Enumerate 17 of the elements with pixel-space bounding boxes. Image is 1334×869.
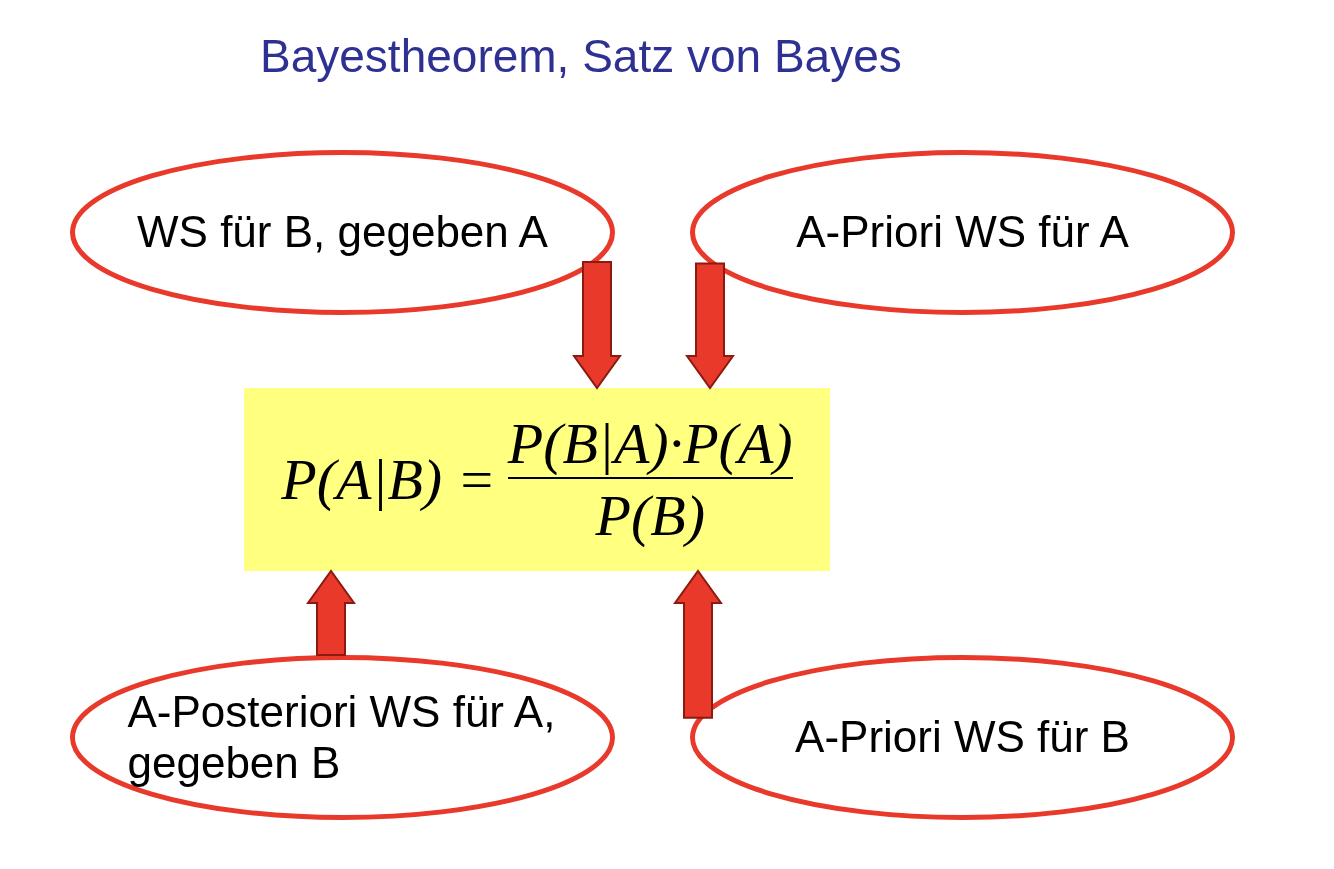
formula-box [244, 388, 830, 571]
block-arrow [306, 569, 356, 657]
node-label: A-Priori WS für A [796, 207, 1129, 258]
formula-text: P(A|B) = [281, 450, 496, 509]
node-label: WS für B, gegeben A [137, 207, 548, 258]
block-arrow [673, 569, 723, 719]
node-label: A-Posteriori WS für A, gegeben B [127, 686, 557, 789]
title: Bayestheorem, Satz von Bayes [260, 29, 902, 84]
block-arrow [685, 262, 735, 390]
formula-denominator: P(B) [595, 481, 705, 545]
ellipse-node [70, 150, 615, 315]
block-arrow [572, 261, 622, 390]
ellipse-node [690, 150, 1235, 315]
ellipse-node [70, 655, 615, 820]
formula-numerator: P(B|A)·P(A) [507, 414, 793, 477]
ellipse-node [690, 655, 1235, 820]
node-label: A-Priori WS für B [795, 712, 1130, 763]
